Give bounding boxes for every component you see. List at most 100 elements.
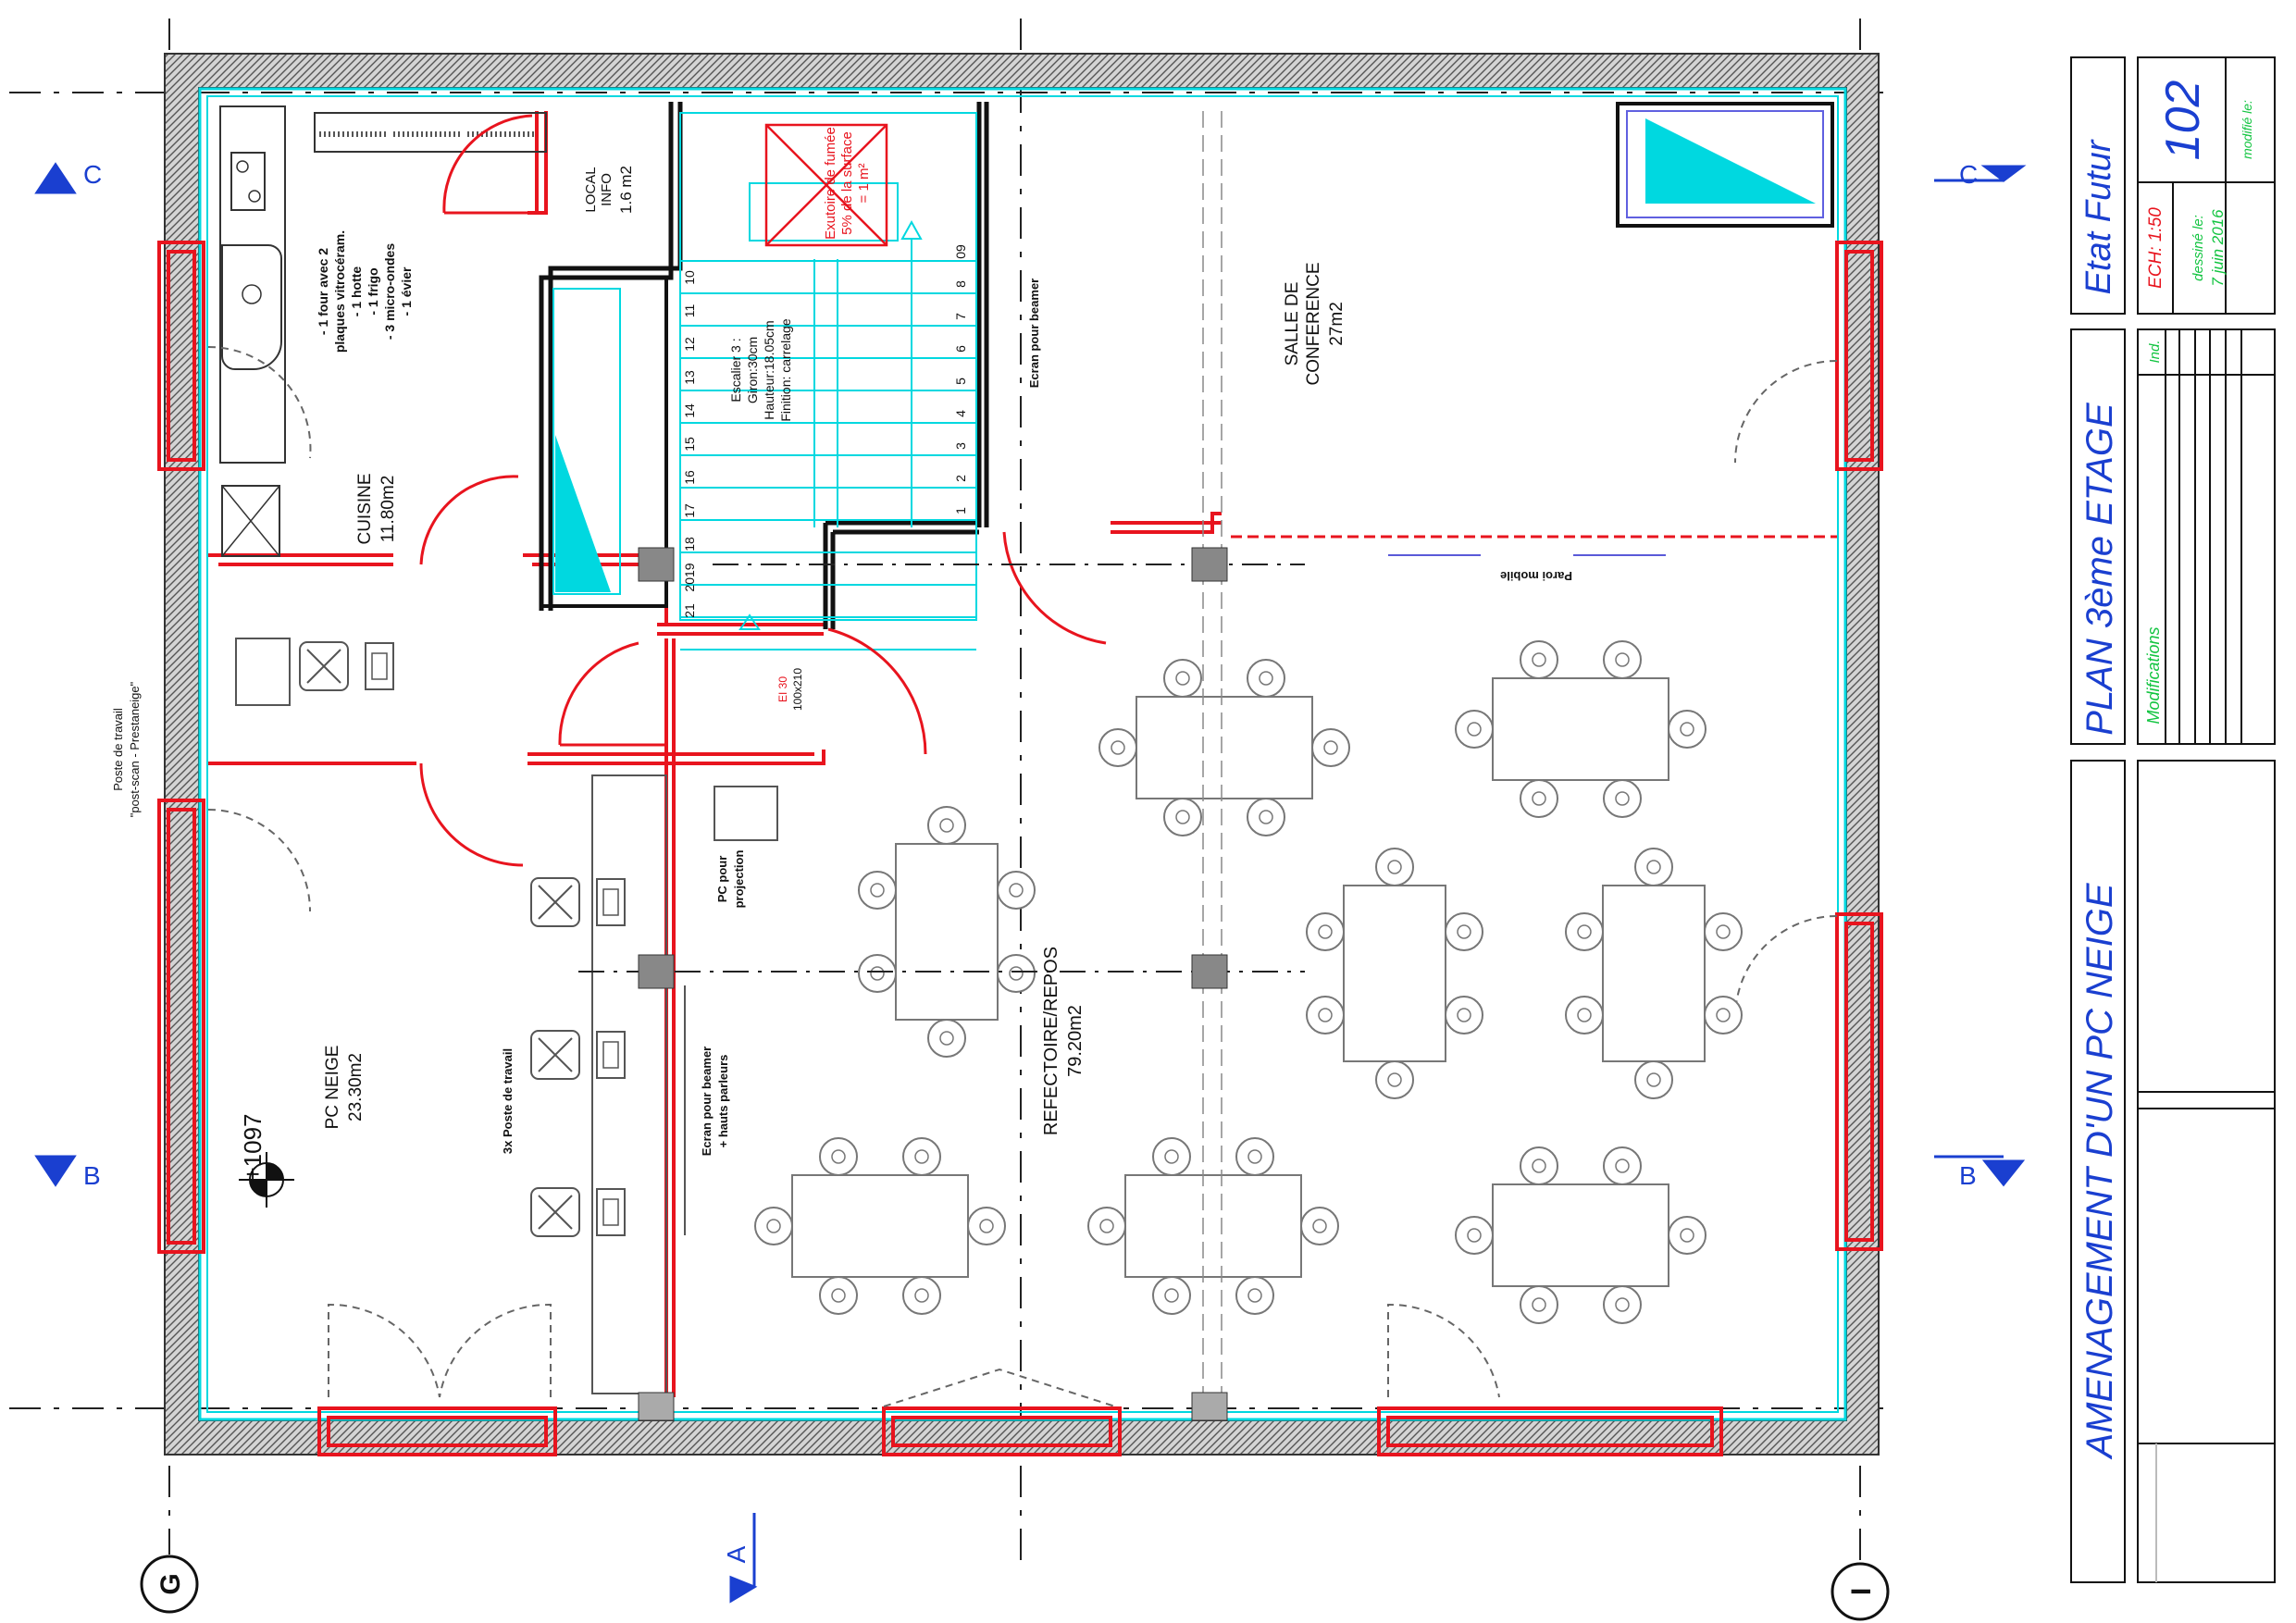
chair xyxy=(967,1207,1006,1245)
chair xyxy=(902,1137,941,1176)
grid-axis-lines xyxy=(9,19,1883,1564)
chair xyxy=(1152,1137,1191,1176)
chair xyxy=(1235,1276,1274,1315)
cuisine-area: 11.80m2 xyxy=(379,476,398,543)
kitchen-note-5: - 3 micro-ondes xyxy=(382,243,397,340)
section-c-left: C xyxy=(83,160,102,189)
chair xyxy=(1306,912,1345,951)
scale-text: ECH: 1:50 xyxy=(2146,207,2166,289)
chair xyxy=(1704,996,1743,1035)
chair xyxy=(819,1276,858,1315)
smoke-vent-note-1: Exutoire de fumée xyxy=(823,127,838,240)
axis-g: G xyxy=(155,1573,186,1594)
chair xyxy=(1163,659,1202,698)
workstation xyxy=(530,1030,626,1080)
poste-travail-2: "post-scan - Prestaneige" xyxy=(128,681,142,817)
kitchen-note-6: - 1 évier xyxy=(399,266,414,316)
pc-projection-2: projection xyxy=(732,850,746,909)
salle-name: SALLE DE xyxy=(1283,282,1302,366)
table xyxy=(1343,885,1446,1062)
title-block xyxy=(2070,56,2276,1583)
chair xyxy=(1668,710,1706,749)
sheet-number: 102 xyxy=(2156,81,2210,161)
stair-number-left: 16 xyxy=(682,470,697,485)
workstation xyxy=(530,877,626,927)
windows xyxy=(157,241,1883,1456)
section-a-bottom: A xyxy=(722,1545,751,1563)
elevation-value: +1097 xyxy=(239,1113,267,1181)
smoke-vent-note-2: 5% de la surface xyxy=(839,131,855,235)
chair xyxy=(819,1137,858,1176)
table xyxy=(1124,1174,1302,1278)
chair xyxy=(1565,912,1604,951)
table xyxy=(1492,1183,1669,1287)
poste-travail-1: Poste de travail xyxy=(111,708,125,791)
paroi-mobile: Paroi mobile xyxy=(1500,569,1572,583)
chair xyxy=(1445,912,1483,951)
table xyxy=(895,843,999,1021)
stair-number-left: 14 xyxy=(682,403,697,418)
stair-note-1: Escalier 3 : xyxy=(728,338,743,402)
ind-label: Ind. xyxy=(2147,340,2163,363)
workstations xyxy=(299,641,626,1237)
stair-number-left: 10 xyxy=(682,270,697,285)
workstation xyxy=(530,1187,626,1237)
cuisine-name: CUISINE xyxy=(355,473,375,544)
chair xyxy=(1455,1216,1494,1255)
chair xyxy=(997,871,1036,910)
status-text: Etat Futur xyxy=(2079,139,2118,294)
elevation-marker xyxy=(239,1152,294,1208)
refectoire-name: REFECTOIRE/REPOS xyxy=(1041,947,1061,1135)
smoke-vent xyxy=(764,123,888,247)
stair-note-3: Hauteur:18.05cm xyxy=(762,320,776,419)
chair xyxy=(1445,996,1483,1035)
chair xyxy=(1235,1137,1274,1176)
workstation xyxy=(299,641,394,691)
table xyxy=(1136,696,1313,799)
chair xyxy=(1634,1060,1673,1099)
chair xyxy=(1163,798,1202,836)
chair xyxy=(754,1207,793,1245)
stair-number-left: 18 xyxy=(682,537,697,551)
ecran-hp-1: Ecran pour beamer xyxy=(700,1047,714,1157)
local-info-area: 1.6 m2 xyxy=(617,166,635,214)
stair-number-right: 1 xyxy=(953,507,968,514)
section-b-left: B xyxy=(83,1161,101,1190)
chair xyxy=(1668,1216,1706,1255)
stair-note-4: Finition: carrelage xyxy=(778,318,793,421)
ecran-beamer-top: Ecran pour beamer xyxy=(1027,279,1041,389)
local-info-name: LOCAL xyxy=(583,167,599,212)
tables-and-chairs xyxy=(754,640,1743,1324)
pc-neige-area: 23.30m2 xyxy=(346,1053,366,1121)
stair-number-left: 12 xyxy=(682,337,697,352)
chair xyxy=(1152,1276,1191,1315)
pc-projection-1: PC pour xyxy=(715,856,729,903)
section-b-right: B xyxy=(1959,1161,1977,1190)
table xyxy=(1602,885,1706,1062)
kitchen-note-2: plaques vitrocéram. xyxy=(332,230,347,353)
chair xyxy=(1098,728,1137,767)
section-c-right: C xyxy=(1959,160,1978,189)
refectoire-area: 79.20m2 xyxy=(1065,1005,1086,1077)
stair-number-left: 13 xyxy=(682,370,697,385)
chair xyxy=(1247,659,1285,698)
chair xyxy=(858,871,897,910)
chair xyxy=(1300,1207,1339,1245)
kitchen-note-1: - 1 four avec 2 xyxy=(316,248,330,335)
chair xyxy=(927,806,966,845)
chair xyxy=(1603,640,1642,679)
chair xyxy=(997,954,1036,993)
exterior-walls xyxy=(164,53,1880,1456)
stair-note-2: Giron:30cm xyxy=(745,337,760,403)
doors xyxy=(207,114,1838,1407)
modifications-label: Modifications xyxy=(2144,626,2163,724)
stair-number-right: 5 xyxy=(953,378,968,385)
door-ei-2: 100x210 xyxy=(791,668,804,711)
chair xyxy=(1603,1285,1642,1324)
stair-number-right: 09 xyxy=(953,244,968,259)
door-ei-1: EI 30 xyxy=(776,676,789,702)
salle-area: 27m2 xyxy=(1327,302,1347,346)
ecran-hp-2: + hauts parleurs xyxy=(716,1055,730,1148)
table xyxy=(1492,677,1669,781)
